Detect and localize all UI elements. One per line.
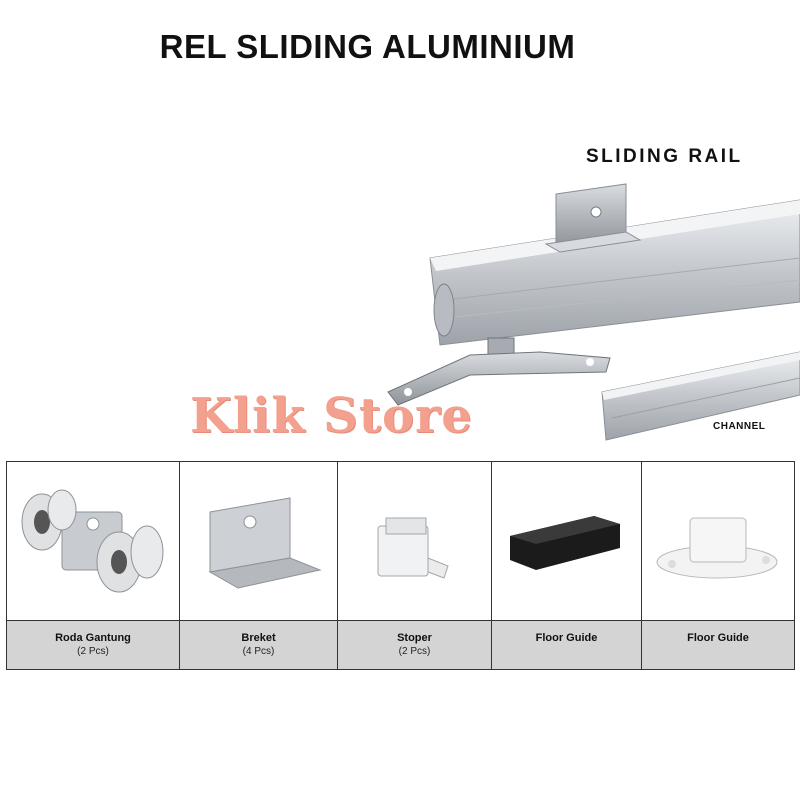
floor-guide-white-icon <box>656 517 778 579</box>
part-name: Floor Guide <box>535 632 598 644</box>
sliding-rail-illustration <box>387 183 800 441</box>
part-name: Stoper <box>397 632 432 644</box>
part-cell-floor-guide-white: Floor Guide <box>641 462 794 669</box>
product-title: REL SLIDING ALUMINIUM <box>159 28 576 65</box>
hanging-wheel-icon <box>21 489 164 593</box>
part-name: Breket <box>241 632 276 644</box>
part-name: Roda Gantung <box>55 632 131 644</box>
stopper-icon <box>377 517 449 579</box>
floor-guide-black-icon <box>510 516 620 570</box>
part-name: Floor Guide <box>687 632 749 644</box>
part-qty: (4 Pcs) <box>242 646 275 657</box>
sliding-rail-label: SLIDING RAIL <box>586 146 743 167</box>
part-qty: (2 Pcs) <box>398 646 431 657</box>
channel-rail <box>601 351 800 441</box>
part-cell-stoper: Stoper (2 Pcs) <box>337 462 491 669</box>
part-qty: (2 Pcs) <box>77 646 109 657</box>
store-watermark: Klik Store <box>190 388 473 444</box>
sliding-rail <box>387 183 800 406</box>
part-cell-roda-gantung: Roda Gantung (2 Pcs) <box>7 462 179 669</box>
bracket-icon <box>208 497 322 589</box>
channel-label: CHANNEL <box>713 421 766 432</box>
part-cell-breket: Breket (4 Pcs) <box>179 462 337 669</box>
parts-table: Roda Gantung (2 Pcs) Breket (4 Pcs) <box>6 461 795 670</box>
part-cell-floor-guide-black: Floor Guide <box>491 462 641 669</box>
